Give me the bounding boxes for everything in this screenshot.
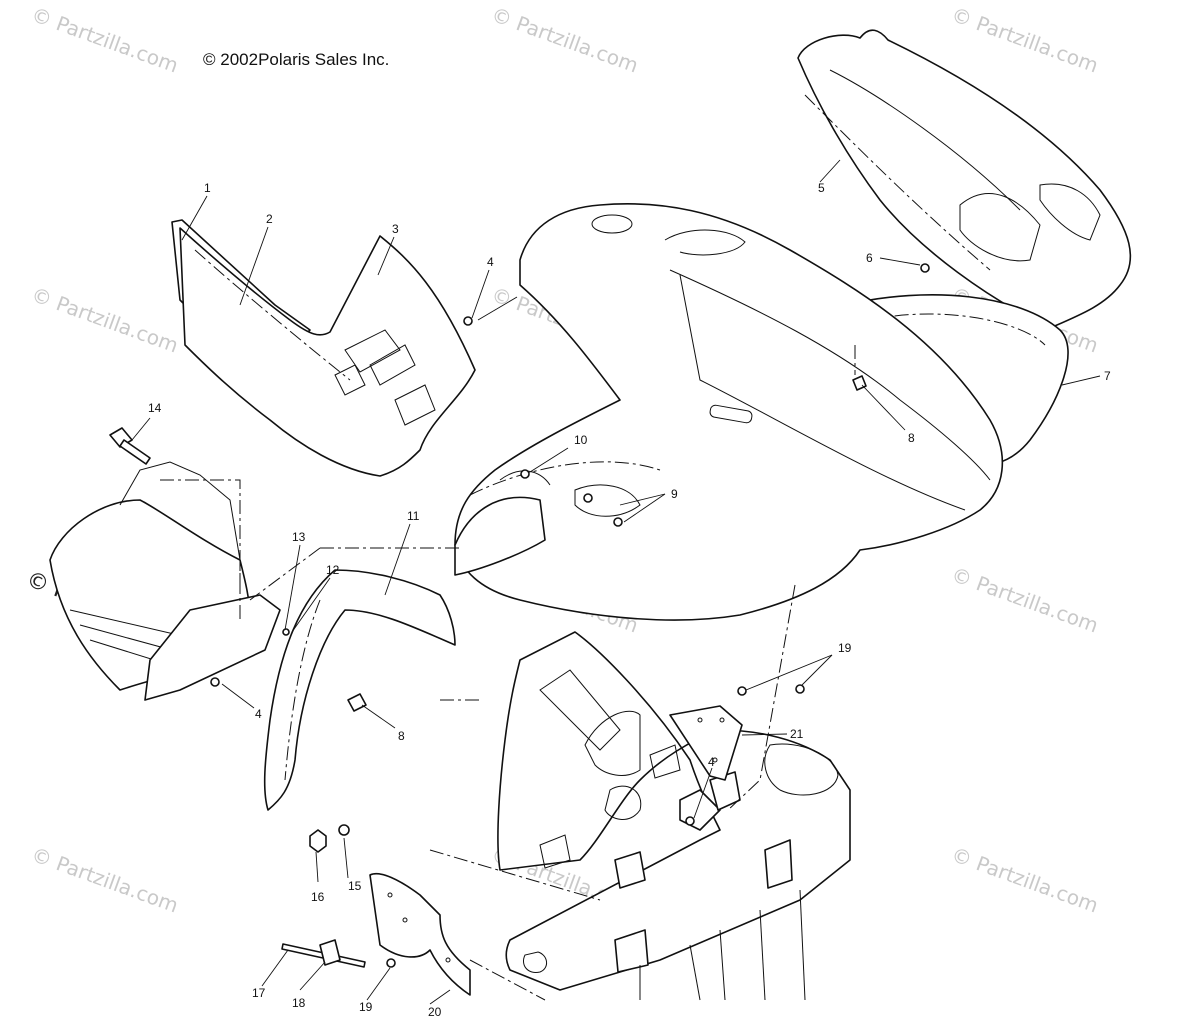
part-front-cab xyxy=(454,203,1004,621)
callout-4: 4 xyxy=(487,255,494,269)
watermark: © Partzilla.com xyxy=(948,842,1101,917)
part-fender-flare xyxy=(263,569,456,811)
leader-lines xyxy=(131,159,1101,1005)
copyright: © 2002Polaris Sales Inc. xyxy=(203,50,389,69)
callout-9: 9 xyxy=(671,487,678,501)
callout-16: 16 xyxy=(311,890,325,904)
callout-13: 13 xyxy=(292,530,306,544)
part-side-panel-2 xyxy=(179,227,476,477)
part-frame xyxy=(497,631,851,1001)
watermark: © Partzilla.com xyxy=(28,842,181,917)
callout-4: 4 xyxy=(708,755,715,769)
part-footrest xyxy=(49,461,281,701)
callout-7: 7 xyxy=(1104,369,1111,383)
callout-10: 10 xyxy=(574,433,588,447)
part-rear-rack-cover xyxy=(797,29,1132,329)
watermark: © Partzilla.com xyxy=(948,562,1101,637)
assembly-lines xyxy=(160,345,856,1001)
callout-3: 3 xyxy=(392,222,399,236)
part-clamp-18 xyxy=(319,939,341,966)
callout-8: 8 xyxy=(398,729,405,743)
callout-2: 2 xyxy=(266,212,273,226)
callout-11: 11 xyxy=(407,509,420,523)
callout-5: 5 xyxy=(818,181,825,195)
watermark: © Partzilla.com xyxy=(28,2,181,77)
part-splash-plate-20 xyxy=(369,873,471,996)
callout-18: 18 xyxy=(292,996,306,1010)
callout-12: 12 xyxy=(326,563,340,577)
callout-19: 19 xyxy=(359,1000,373,1014)
callout-4: 4 xyxy=(255,707,262,721)
part-bolt-14 xyxy=(109,427,151,465)
callout-17: 17 xyxy=(252,986,266,1000)
callout-8: 8 xyxy=(908,431,915,445)
callout-1: 1 xyxy=(204,181,211,195)
callout-21: 21 xyxy=(790,727,804,741)
callout-14: 14 xyxy=(148,401,162,415)
callout-15: 15 xyxy=(348,879,362,893)
watermark: © Partzilla.com xyxy=(948,2,1101,77)
callout-20: 20 xyxy=(428,1005,442,1019)
part-plate-21 xyxy=(669,705,743,781)
callouts: 1 2 3 4 5 6 7 8 9 10 11 12 13 14 4 8 19 … xyxy=(148,181,1111,1019)
watermark: © Partzilla.com xyxy=(28,282,181,357)
callout-6: 6 xyxy=(866,251,873,265)
watermark: © Partzilla.com xyxy=(488,2,641,77)
fasteners xyxy=(210,263,930,968)
callout-19: 19 xyxy=(838,641,852,655)
